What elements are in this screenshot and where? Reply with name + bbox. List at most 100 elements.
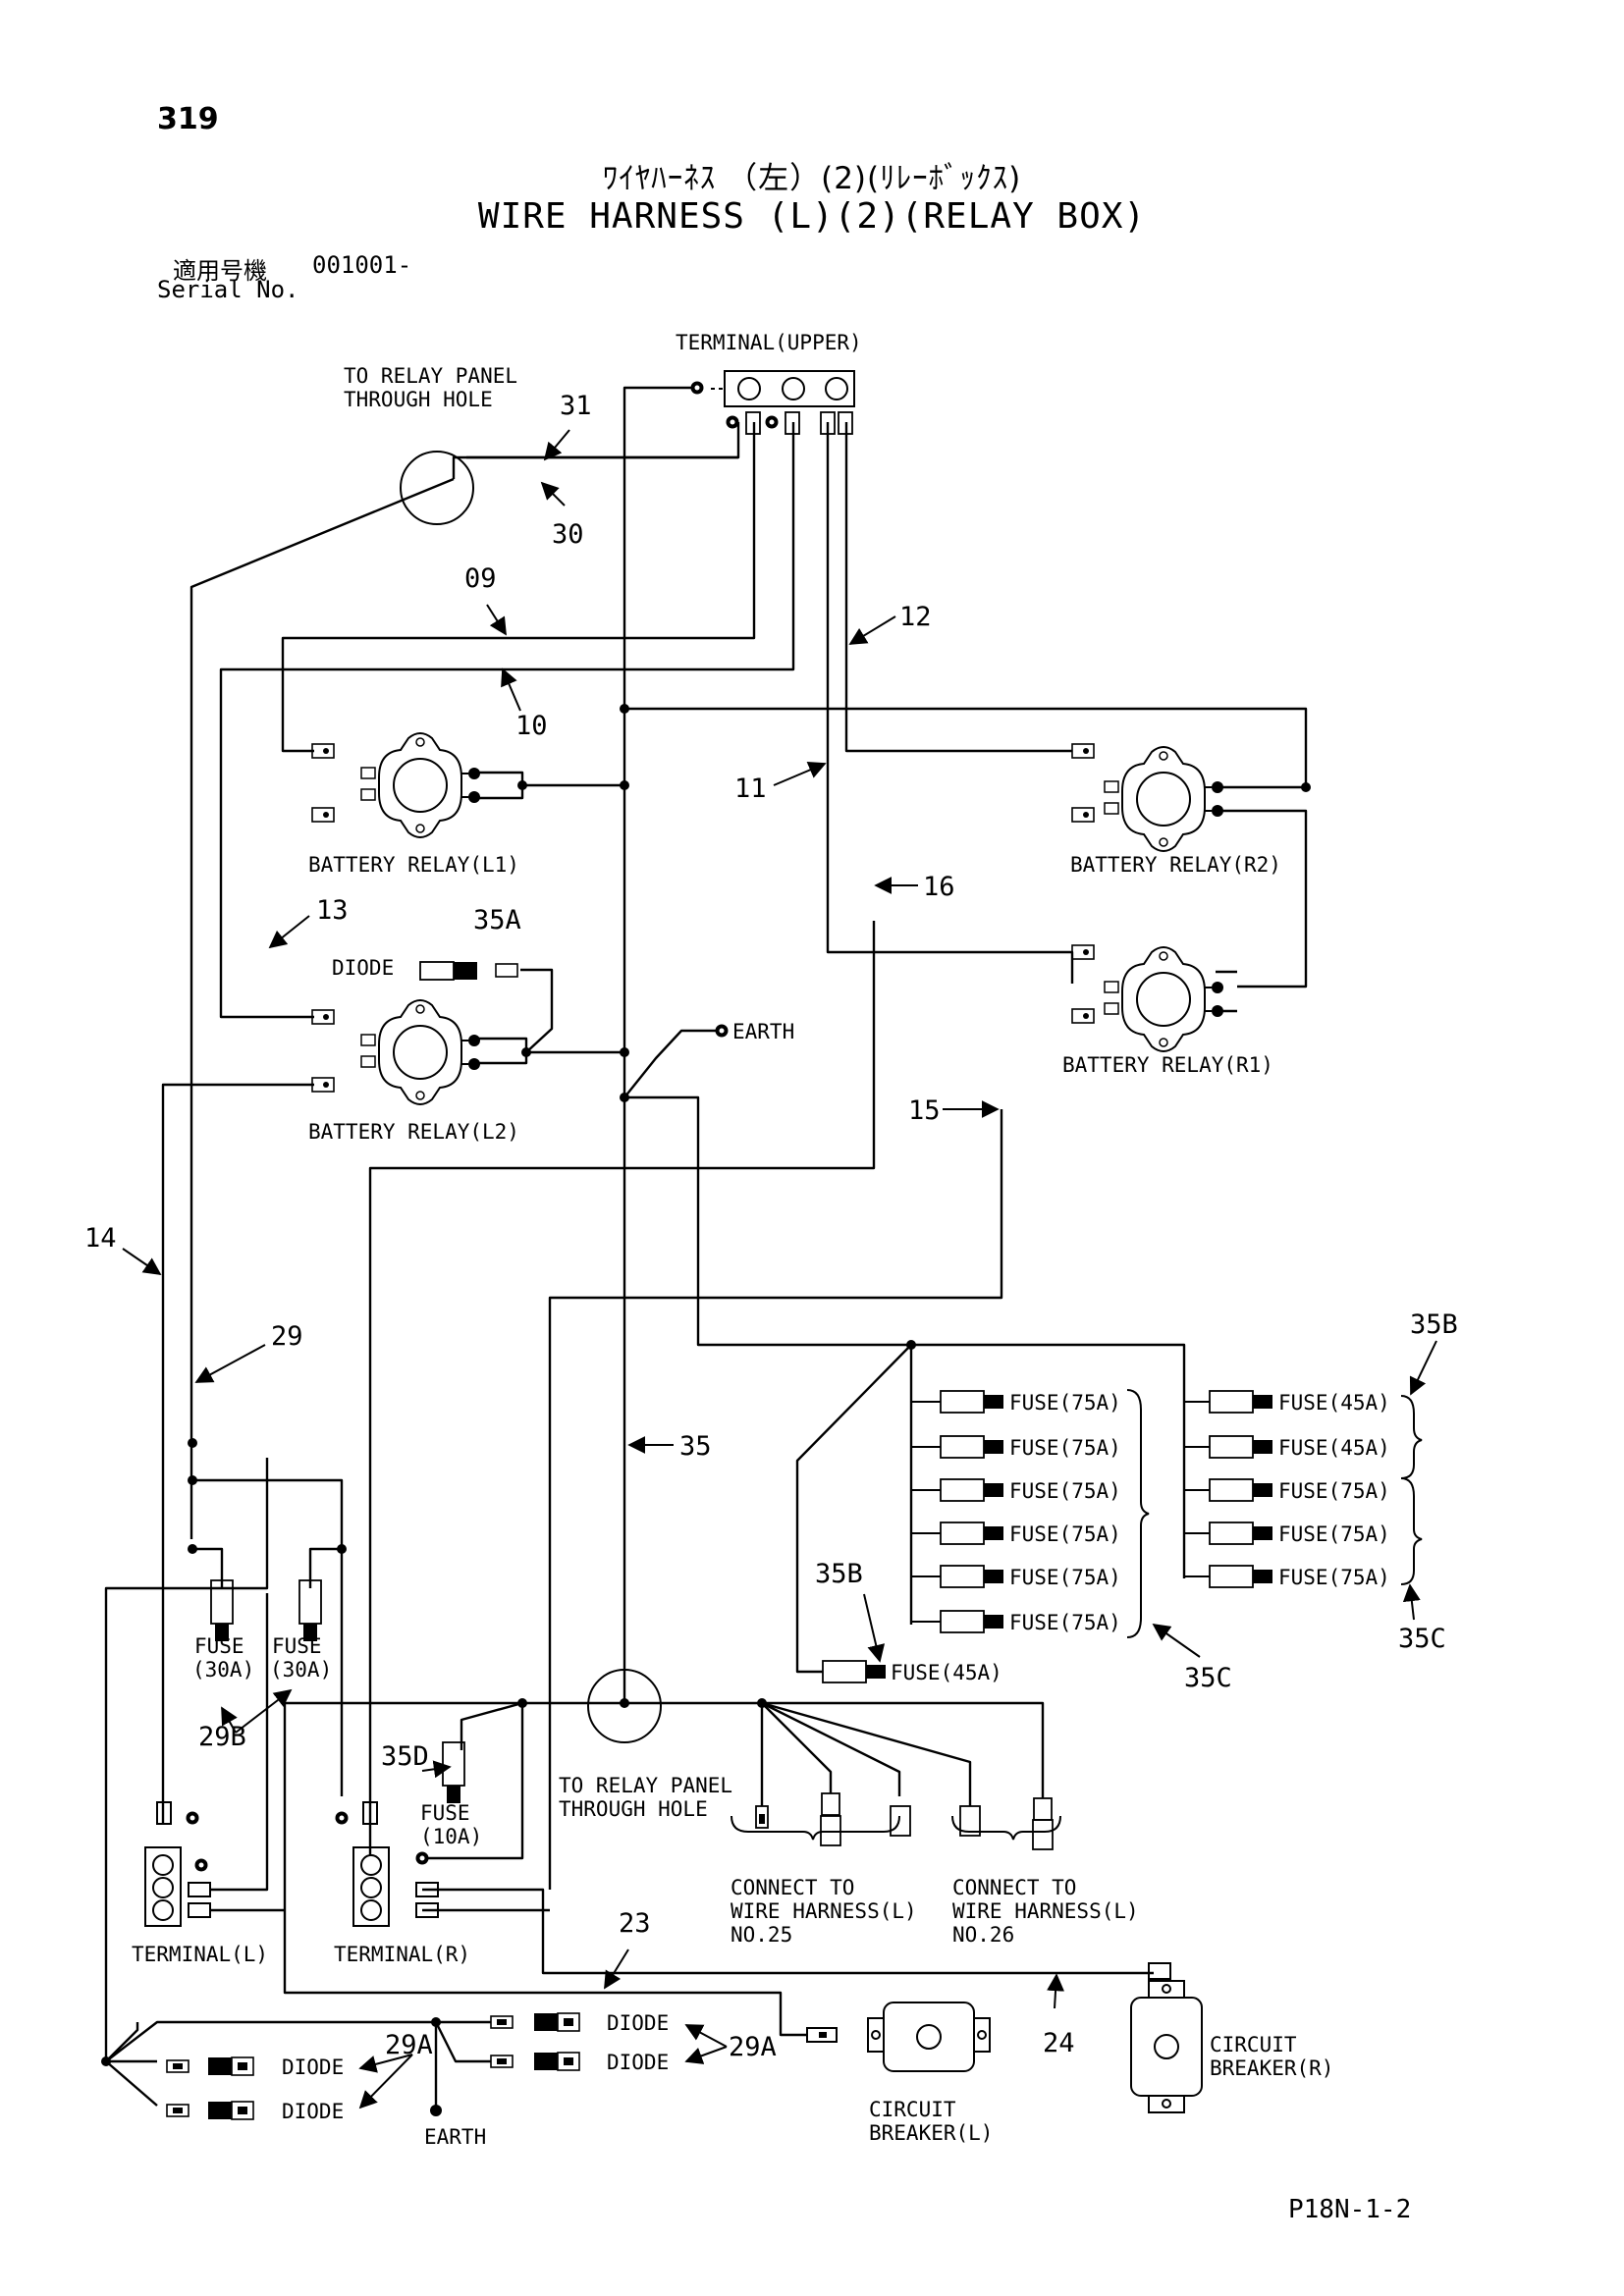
- title-japanese: ﾜｲﾔﾊｰﾈｽ （左）(2)(ﾘﾚｰﾎﾞｯｸｽ): [602, 161, 1022, 196]
- callout-14: 14: [84, 1223, 117, 1254]
- fuse-75a-4: [940, 1522, 1004, 1545]
- callout-35: 35: [679, 1431, 712, 1462]
- relay-l1-plug-b: [311, 807, 335, 823]
- callout-11: 11: [734, 774, 767, 804]
- fuse-75a-3-label: FUSE(75A): [1009, 1479, 1121, 1503]
- fuse-30a-left: [210, 1579, 234, 1642]
- terminal-r-label: TERMINAL(R): [334, 1943, 470, 1966]
- fuse-45a-2-label: FUSE(45A): [1278, 1436, 1390, 1460]
- callout-29: 29: [271, 1321, 303, 1352]
- fuse-45a-2: [1209, 1435, 1273, 1459]
- callout-29a-left: 29A: [385, 2030, 433, 2060]
- relay-panel-through-hole-bottom: [587, 1669, 662, 1743]
- document-code: P18N-1-2: [1288, 2195, 1412, 2224]
- fuse-75a-8: [1209, 1522, 1273, 1545]
- earth-bottom: [430, 2105, 442, 2116]
- earth-mid-label: EARTH: [732, 1020, 794, 1043]
- fuse-75a-7-label: FUSE(75A): [1278, 1479, 1390, 1503]
- serial-label-japanese: 適用号機: [173, 257, 267, 285]
- callout-12: 12: [899, 602, 932, 632]
- diode-plug-2: [166, 2104, 189, 2117]
- terminal-l: [144, 1801, 211, 1927]
- relay-panel-hole-top-line2: THROUGH HOLE: [344, 388, 493, 411]
- callout-10: 10: [515, 711, 548, 741]
- battery-relay-r1-label: BATTERY RELAY(R1): [1062, 1053, 1273, 1077]
- upper-ring-2: [765, 415, 779, 429]
- terminal-upper-connectors: [745, 411, 853, 435]
- diode-plug-4: [490, 2055, 514, 2068]
- callout-35b-top: 35B: [1410, 1309, 1458, 1340]
- fuse-30a-left-label: FUSE: [194, 1634, 244, 1658]
- terminal-r: [352, 1801, 439, 1927]
- terminal-upper-ring: [690, 381, 704, 395]
- connect-to-25-line2: WIRE HARNESS(L): [731, 1899, 917, 1923]
- battery-relay-l1-label: BATTERY RELAY(L1): [308, 853, 519, 877]
- relay-r2-plug-a: [1071, 743, 1095, 759]
- title-english: WIRE HARNESS (L)(2)(RELAY BOX): [477, 196, 1147, 237]
- connect-to-25-line1: CONNECT TO: [731, 1876, 854, 1899]
- fuse-75a-4-label: FUSE(75A): [1009, 1522, 1121, 1546]
- fuse-75a-2: [940, 1435, 1004, 1459]
- terminal-l-ring: [194, 1858, 208, 1872]
- diode-4: [533, 2052, 580, 2071]
- fuse-75a-8-label: FUSE(75A): [1278, 1522, 1390, 1546]
- connect-to-26-line2: WIRE HARNESS(L): [952, 1899, 1139, 1923]
- fuse-75a-9: [1209, 1565, 1273, 1588]
- fuse-block-left: [911, 1401, 941, 1623]
- fuse-block-right: [1184, 1401, 1210, 1577]
- relay-l2-plug-b: [311, 1077, 335, 1093]
- diode-2-label: DIODE: [282, 2100, 344, 2123]
- battery-relay-l2: [360, 999, 481, 1105]
- fuse-10a: [442, 1741, 465, 1804]
- fuse-30a-left-rating: (30A): [192, 1658, 254, 1682]
- circuit-breaker-r-line1: CIRCUIT: [1210, 2033, 1297, 2056]
- circuit-breaker-r-line2: BREAKER(R): [1210, 2056, 1333, 2080]
- terminal-l-ring-top: [186, 1811, 199, 1825]
- fuse-30a-right-rating: (30A): [270, 1658, 332, 1682]
- connect-to-26-line1: CONNECT TO: [952, 1876, 1076, 1899]
- callout-35a: 35A: [473, 905, 521, 935]
- fuse-45a-lower-label: FUSE(45A): [891, 1661, 1002, 1684]
- diode-35a-label: DIODE: [332, 956, 394, 980]
- fuse-30a-right-label: FUSE: [272, 1634, 322, 1658]
- relay-r1-plug-a: [1071, 944, 1095, 960]
- relay-panel-hole-top-line1: TO RELAY PANEL: [344, 364, 517, 388]
- circuit-breaker-l-line2: BREAKER(L): [869, 2121, 993, 2145]
- callout-09: 09: [464, 563, 497, 594]
- callout-30: 30: [552, 519, 584, 550]
- fuse-45a-1-label: FUSE(45A): [1278, 1391, 1390, 1415]
- relay-panel-through-hole-top: [400, 451, 474, 525]
- diode-3-label: DIODE: [607, 2011, 669, 2035]
- callout-31: 31: [560, 391, 592, 421]
- callout-arrows: [122, 429, 1437, 2109]
- page-number: 319: [157, 102, 219, 136]
- diode-1-label: DIODE: [282, 2056, 344, 2079]
- relay-r1-plug-b: [1071, 1008, 1095, 1024]
- upper-ring-1: [726, 415, 739, 429]
- fuse-30a-right: [298, 1579, 322, 1642]
- fuse-75a-6-label: FUSE(75A): [1009, 1611, 1121, 1634]
- relay-panel-hole-bottom-line2: THROUGH HOLE: [559, 1797, 708, 1821]
- callout-35c-mid: 35C: [1184, 1663, 1232, 1693]
- fuse-75a-6: [940, 1610, 1004, 1633]
- terminal-upper-label: TERMINAL(UPPER): [676, 331, 862, 354]
- earth-ring-mid: [715, 1024, 729, 1038]
- braces: [731, 1389, 1423, 1841]
- diode-3: [533, 2012, 580, 2032]
- diode-1: [207, 2056, 254, 2076]
- battery-relay-l1: [360, 732, 481, 838]
- relay-panel-hole-bottom-line1: TO RELAY PANEL: [559, 1774, 732, 1797]
- relay-l1-plug-a: [311, 743, 335, 759]
- diode-4-label: DIODE: [607, 2051, 669, 2074]
- callout-23: 23: [619, 1908, 651, 1939]
- callout-35b-mid: 35B: [815, 1559, 863, 1589]
- circuit-breaker-l-line1: CIRCUIT: [869, 2098, 956, 2121]
- terminal-r-ring-top: [335, 1811, 349, 1825]
- callout-15: 15: [908, 1095, 941, 1126]
- serial-label-english: Serial No.: [157, 276, 299, 303]
- fuse-75a-5: [940, 1565, 1004, 1588]
- callout-35d: 35D: [381, 1741, 429, 1772]
- fuse-75a-1-label: FUSE(75A): [1009, 1391, 1121, 1415]
- circuit-breaker-r: [1130, 1962, 1203, 2113]
